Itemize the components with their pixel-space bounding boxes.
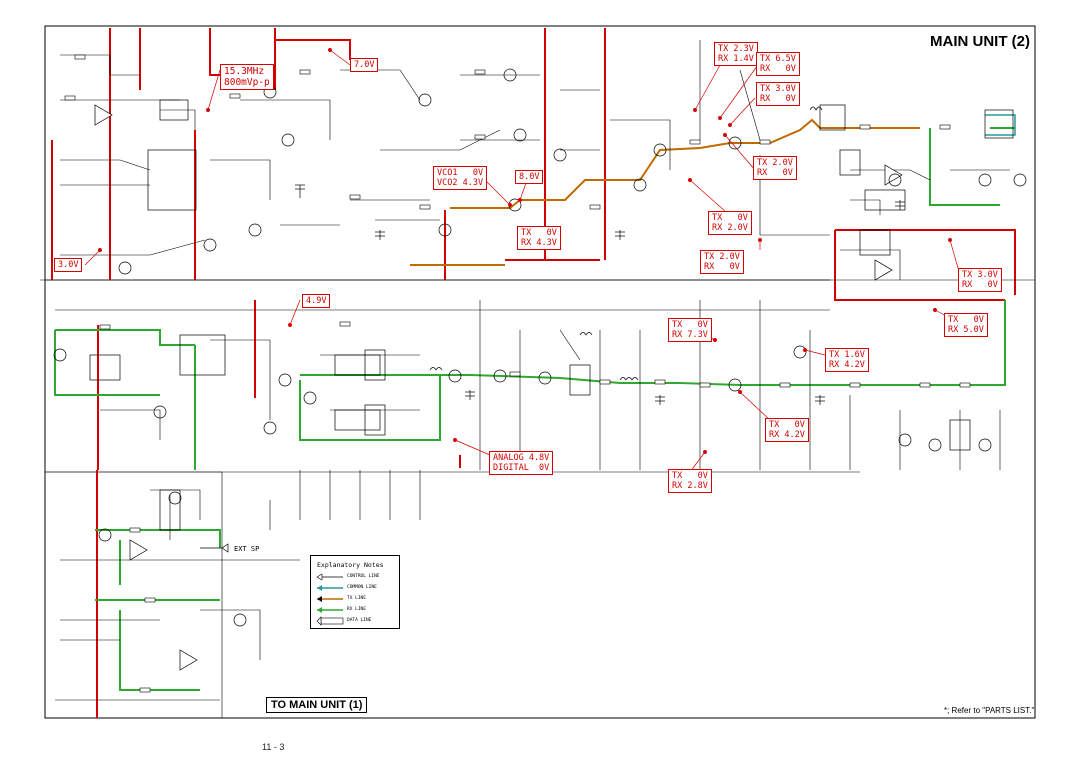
voltage-label-analog-digital: ANALOG 4.8V DIGITAL 0V <box>489 451 554 475</box>
voltage-label-tx-1-6v: TX 1.6V RX 4.2V <box>825 348 869 372</box>
voltage-label-8-0v: 8.0V <box>515 170 544 184</box>
voltage-label-7-0v: 7.0V <box>350 58 379 72</box>
voltage-label-tx-0v-rx-4-2v: TX 0V RX 4.2V <box>765 418 809 442</box>
voltage-label-4-9v: 4.9V <box>302 294 331 308</box>
legend-box: Explanatory Notes CONTROL LINE COMMON LI… <box>310 555 400 629</box>
legend-item-tx-line: TX LINE <box>347 596 366 601</box>
speaker-jack <box>200 543 229 553</box>
voltage-label-tx-6-5v: TX 6.5V RX 0V <box>756 52 800 76</box>
voltage-label-tx-2-3v: TX 2.3V RX 1.4V <box>714 42 758 66</box>
tx-lines <box>410 118 920 266</box>
voltage-label-vco: VCO1 0V VCO2 4.3V <box>433 166 488 190</box>
legend-item-common-line: COMMON LINE <box>347 585 377 590</box>
legend-item-rx-line: RX LINE <box>347 607 366 612</box>
voltage-label-3-0v: 3.0V <box>54 258 83 272</box>
voltage-label-tx-3-0v-a: TX 3.0V RX 0V <box>756 82 800 106</box>
parts-list-footnote: *; Refer to "PARTS LIST." <box>944 706 1035 715</box>
capacitors <box>295 184 905 405</box>
components <box>89 99 1014 531</box>
legend-title: Explanatory Notes <box>317 561 384 569</box>
op-amps <box>94 104 903 671</box>
voltage-label-tx-0v-rx-7-3v: TX 0V RX 7.3V <box>668 318 712 342</box>
voltage-label-oscillator: 15.3MHz 800mVp-p <box>220 64 274 90</box>
rx-lines <box>54 127 1015 691</box>
legend-item-control-line: CONTROL LINE <box>347 574 380 579</box>
common-lines <box>985 114 1016 136</box>
control-lines <box>51 28 1016 718</box>
voltage-label-tx-0v-rx-4-3v: TX 0V RX 4.3V <box>517 226 561 250</box>
to-main-unit-label: TO MAIN UNIT (1) <box>266 697 368 713</box>
legend-swatch-control-line <box>316 573 343 581</box>
page-number: 11 - 3 <box>262 742 285 752</box>
voltage-label-tx-0v-rx-2-0v: TX 0V RX 2.0V <box>708 211 752 235</box>
legend-swatch-common-line <box>317 585 343 591</box>
legend-swatch-tx-line <box>317 596 343 602</box>
page-title: MAIN UNIT (2) <box>930 33 1030 50</box>
legend-swatch-data-line <box>316 616 344 626</box>
transistors <box>53 68 1027 627</box>
diagram-frame <box>44 25 1036 719</box>
inductors <box>429 106 823 381</box>
ext-sp-label: EXT SP <box>234 545 260 553</box>
voltage-label-tx-0v-rx-2-8v: TX 0V RX 2.8V <box>668 469 712 493</box>
voltage-label-tx-0v-rx-5-0v: TX 0V RX 5.0V <box>944 313 988 337</box>
voltage-label-tx-3-0v-b: TX 3.0V RX 0V <box>958 268 1002 292</box>
legend-item-data-line: DATA LINE <box>347 618 372 623</box>
voltage-label-tx-2-0v-a: TX 2.0V RX 0V <box>753 156 797 180</box>
resistors <box>64 54 971 693</box>
legend-swatches <box>316 573 344 626</box>
voltage-label-tx-2-0v-b: TX 2.0V RX 0V <box>700 250 744 274</box>
legend-swatch-rx-line <box>317 607 343 613</box>
